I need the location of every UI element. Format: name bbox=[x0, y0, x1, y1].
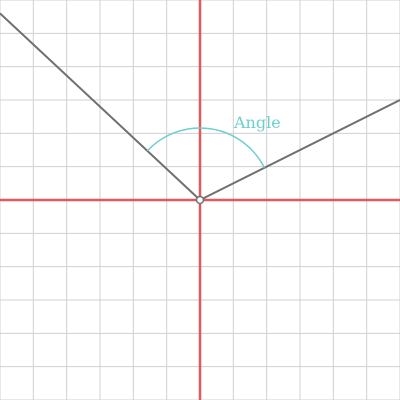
ray-upper-left bbox=[0, 12, 201, 201]
ray-upper-right bbox=[199, 99, 400, 201]
vertex-point bbox=[195, 195, 205, 205]
angle-arc bbox=[146, 127, 266, 169]
angle-label: Angle bbox=[233, 113, 281, 132]
rays bbox=[0, 12, 400, 201]
